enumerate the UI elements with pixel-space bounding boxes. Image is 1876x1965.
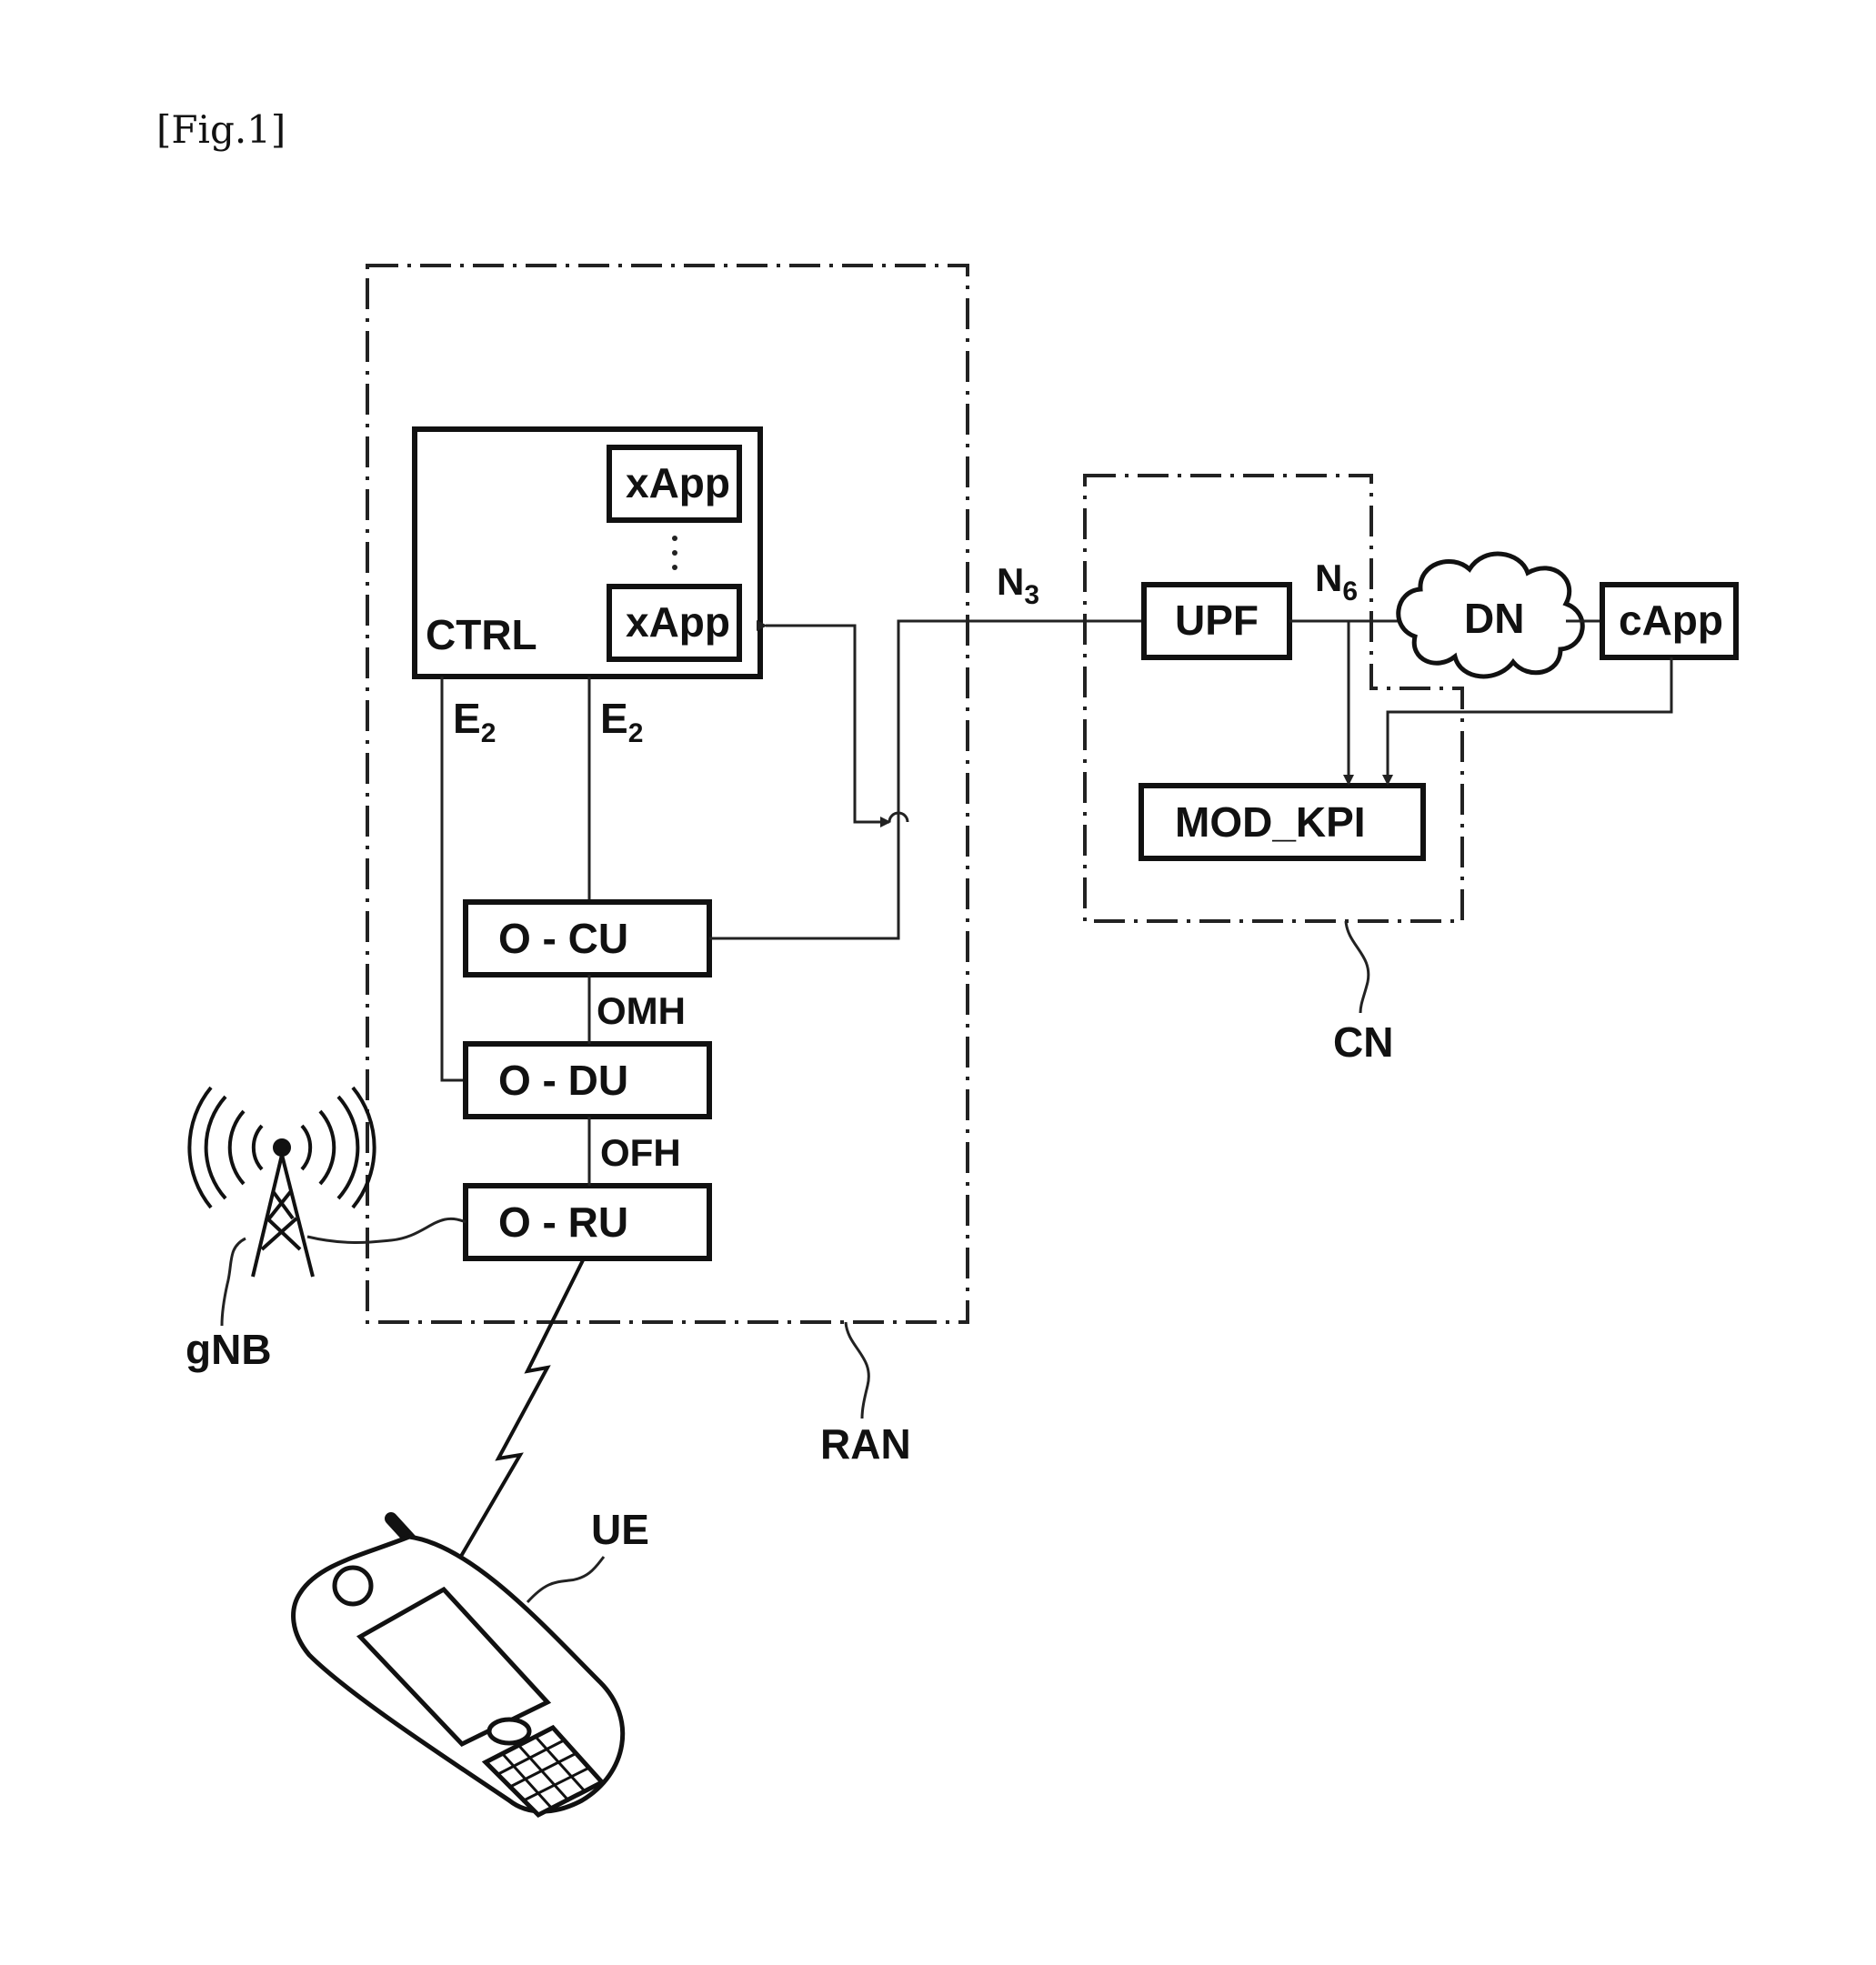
ue-phone-icon xyxy=(291,1512,626,1819)
e2-link-left xyxy=(440,677,466,1082)
cn-leader xyxy=(1344,920,1370,1014)
mod-kpi-box xyxy=(1139,783,1426,861)
capp-to-kpi-link xyxy=(1382,657,1673,786)
n3-label: N3 xyxy=(997,560,1039,610)
gnb-tower-icon xyxy=(187,1086,376,1278)
ran-leader xyxy=(844,1321,870,1419)
wireless-link-icon xyxy=(455,1258,586,1566)
dn-label: DN xyxy=(1464,595,1524,642)
mod-kpi-label: MOD_KPI xyxy=(1175,798,1366,846)
gnb-label: gNB xyxy=(186,1326,272,1373)
xapp-box-top xyxy=(607,445,742,523)
upf-label: UPF xyxy=(1175,597,1259,644)
ocu-box xyxy=(463,899,712,977)
gnb-leader xyxy=(220,1237,246,1327)
xapp-label-top: xApp xyxy=(626,459,730,506)
n3-link xyxy=(709,619,1144,940)
ue-label: UE xyxy=(591,1506,649,1553)
dn-cloud-icon xyxy=(1396,551,1585,679)
ocu-label: O - CU xyxy=(498,915,628,962)
ran-label: RAN xyxy=(820,1420,911,1468)
omh-label: OMH xyxy=(597,989,686,1032)
capp-box xyxy=(1600,582,1739,660)
ran-boundary xyxy=(366,264,969,1324)
ofh-label: OFH xyxy=(600,1131,681,1174)
cn-label: CN xyxy=(1333,1018,1393,1066)
oru-box xyxy=(463,1183,712,1261)
kpi-feedback-link xyxy=(757,620,891,827)
odu-box xyxy=(463,1041,712,1119)
n6-label: N6 xyxy=(1315,556,1358,607)
oru-label: O - RU xyxy=(498,1198,628,1246)
e2-label-right: E2 xyxy=(600,695,643,748)
e2-label-left: E2 xyxy=(453,695,496,748)
gnb-oru-link xyxy=(306,1217,466,1244)
figure-label: [Fig.1] xyxy=(156,107,286,152)
xapp-ellipsis xyxy=(672,536,677,570)
capp-label: cApp xyxy=(1619,597,1723,644)
cn-boundary xyxy=(1083,474,1464,923)
odu-label: O - DU xyxy=(498,1057,628,1104)
ctrl-label: CTRL xyxy=(426,611,537,658)
xapp-label-bottom: xApp xyxy=(626,598,730,646)
xapp-box-bottom xyxy=(607,584,742,662)
link-crossover-hop xyxy=(888,811,909,823)
ue-leader xyxy=(526,1556,606,1604)
